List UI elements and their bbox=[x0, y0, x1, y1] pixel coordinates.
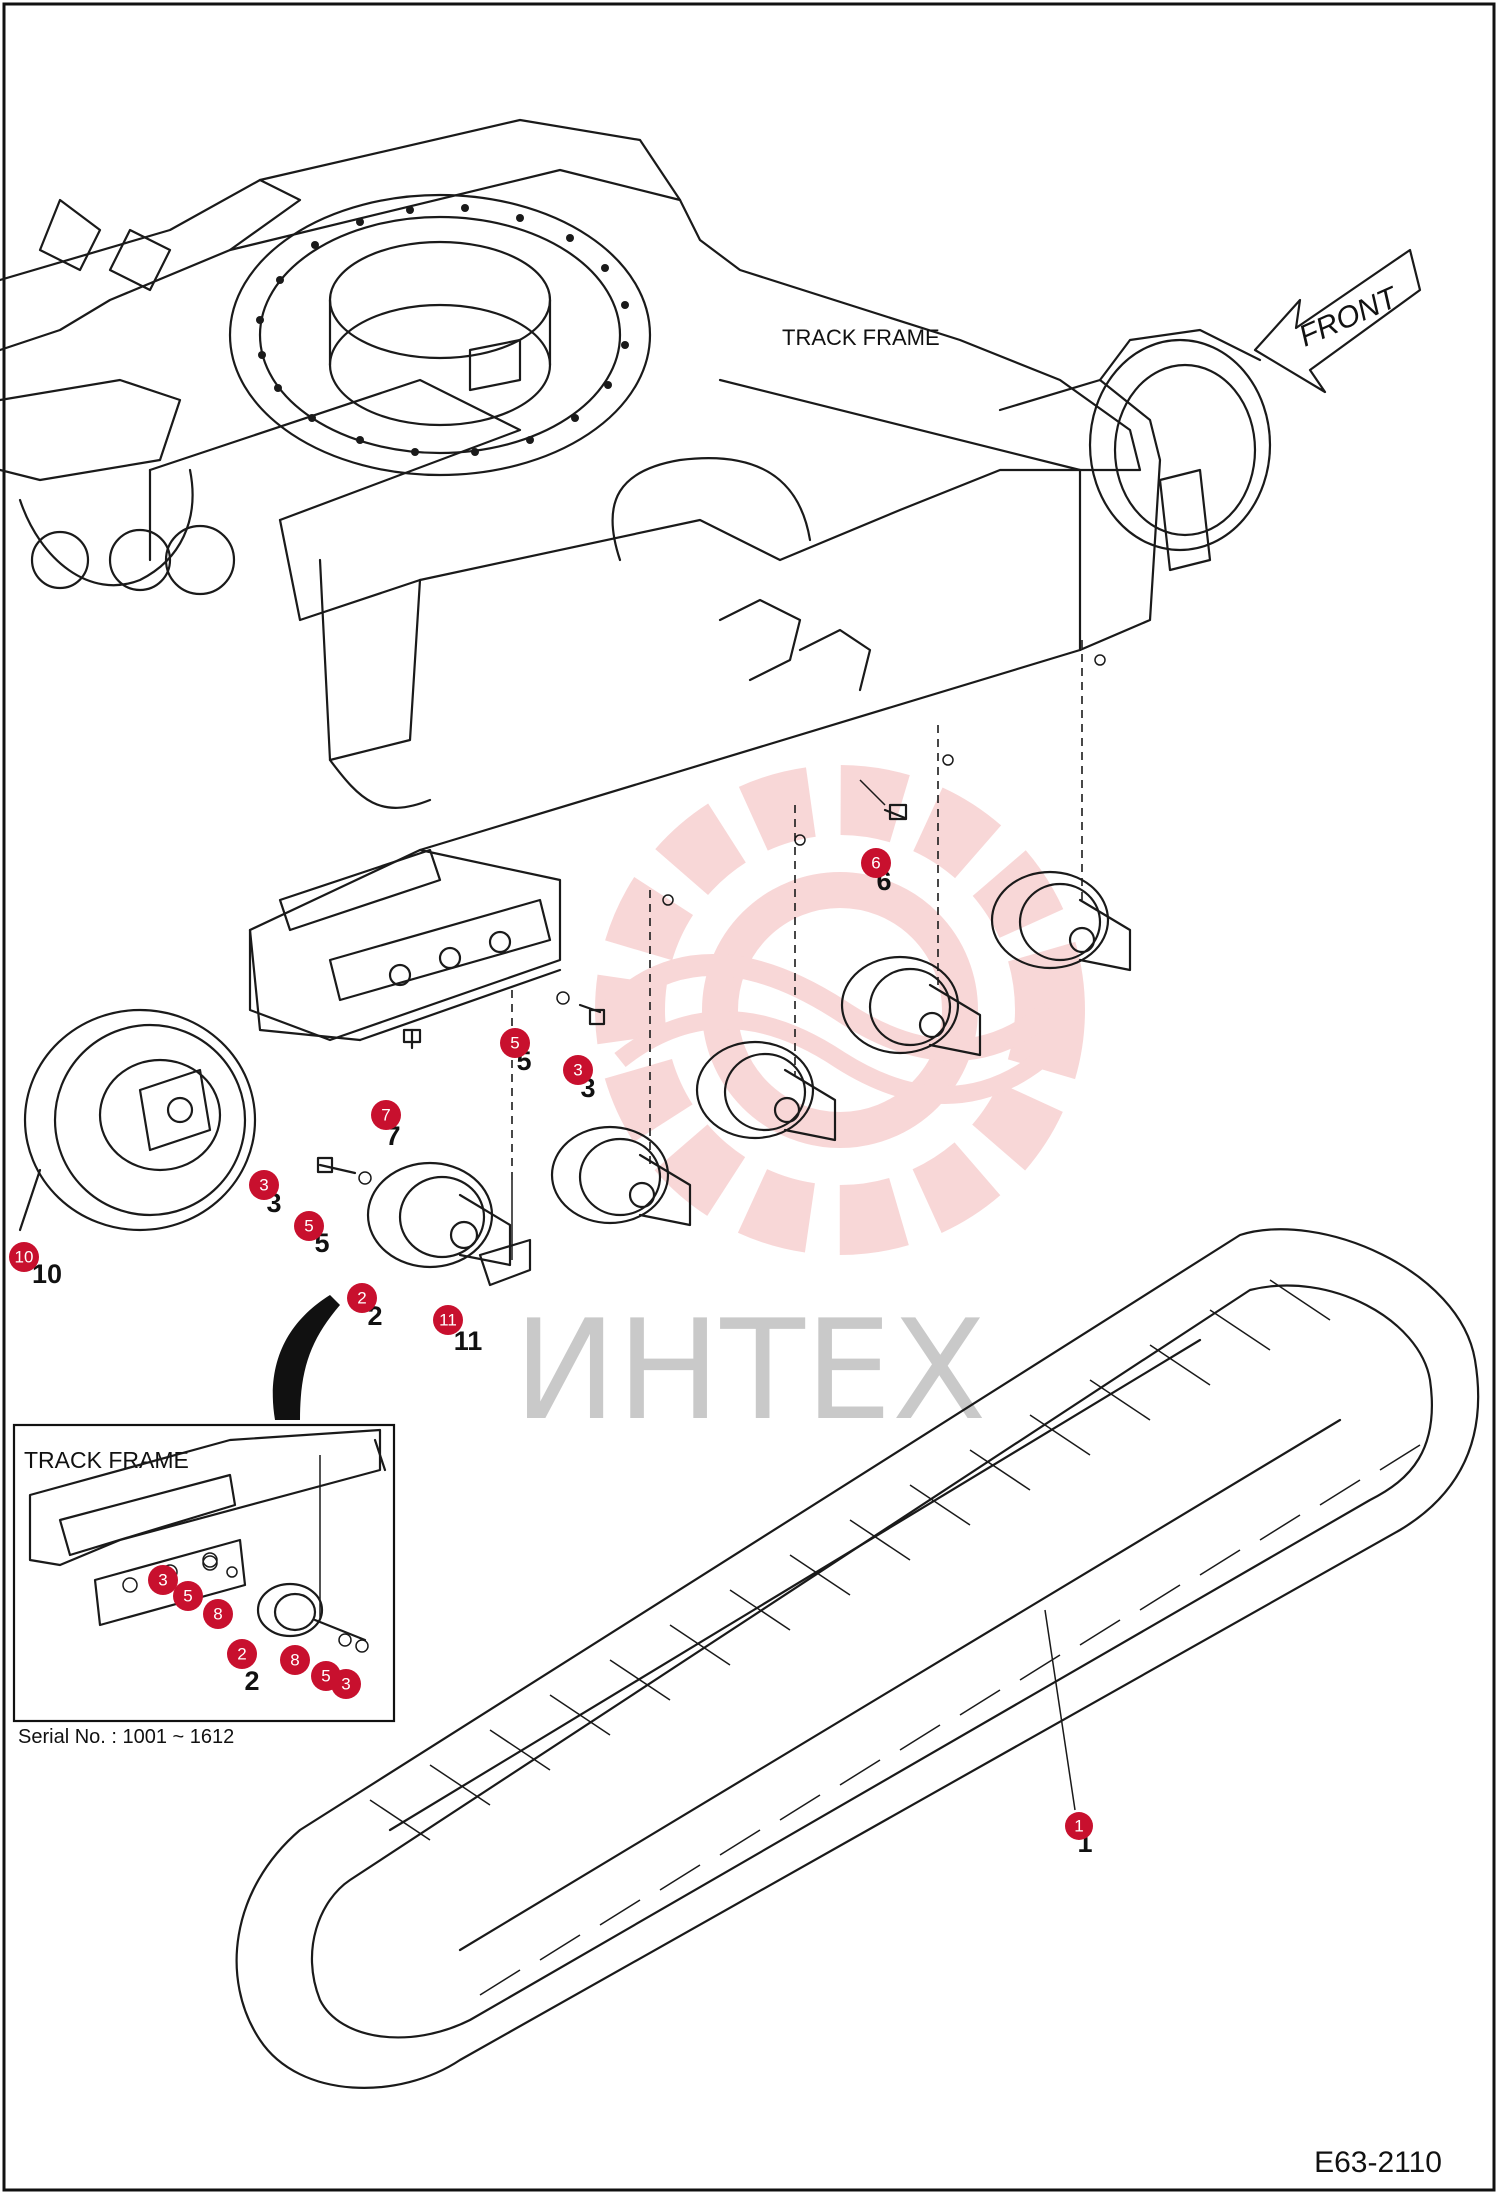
part-label-11: 11 bbox=[454, 1326, 483, 1356]
callout-10: 10 bbox=[9, 1242, 39, 1272]
svg-text:8: 8 bbox=[290, 1651, 299, 1670]
svg-text:6: 6 bbox=[871, 854, 880, 873]
callout-11: 11 bbox=[433, 1305, 463, 1335]
svg-text:7: 7 bbox=[381, 1106, 390, 1125]
track-frame-drawing bbox=[0, 118, 1272, 1260]
svg-text:2: 2 bbox=[357, 1289, 366, 1308]
svg-text:5: 5 bbox=[304, 1217, 313, 1236]
rubber-track bbox=[235, 1228, 1480, 2089]
inset-title: TRACK FRAME bbox=[24, 1447, 189, 1473]
svg-text:3: 3 bbox=[259, 1176, 268, 1195]
inset-callout-5a: 5 bbox=[173, 1581, 203, 1611]
drawing-code: E63-2110 bbox=[1314, 2146, 1442, 2179]
svg-text:3: 3 bbox=[573, 1061, 582, 1080]
inset-callout-3a: 3 bbox=[148, 1565, 178, 1595]
svg-text:5: 5 bbox=[321, 1667, 330, 1686]
callout-3a: 3 bbox=[249, 1170, 279, 1200]
serial-text: Serial No. : 1001 ~ 1612 bbox=[18, 1726, 234, 1748]
inset-part-label-2: 2 bbox=[244, 1666, 259, 1696]
front-arrow: FRONT bbox=[1253, 248, 1422, 394]
front-idler bbox=[18, 1008, 257, 1232]
svg-text:5: 5 bbox=[510, 1034, 519, 1053]
callout-6: 6 bbox=[861, 848, 891, 878]
callout-5a: 5 bbox=[294, 1211, 324, 1241]
track-frame-label: TRACK FRAME bbox=[782, 325, 940, 350]
inset-callout-8a: 8 bbox=[203, 1599, 233, 1629]
inset-box: TRACK FRAME Serial No. : 1001 ~ 1612 bbox=[12, 1423, 396, 1748]
callout-1: 1 bbox=[1065, 1812, 1093, 1840]
watermark-logo bbox=[595, 765, 1085, 1255]
svg-text:11: 11 bbox=[439, 1311, 457, 1330]
watermark-text: ИНТЕХ bbox=[513, 1290, 986, 1451]
svg-text:8: 8 bbox=[213, 1605, 222, 1624]
svg-text:3: 3 bbox=[341, 1675, 350, 1694]
svg-text:5: 5 bbox=[183, 1587, 192, 1606]
inset-callout-2: 2 bbox=[227, 1639, 257, 1669]
callout-7: 7 bbox=[371, 1100, 401, 1130]
svg-text:10: 10 bbox=[15, 1248, 34, 1267]
inset-callout-8b: 8 bbox=[280, 1645, 310, 1675]
callout-5b: 5 bbox=[500, 1028, 530, 1058]
callout-2: 2 bbox=[347, 1283, 377, 1313]
svg-text:2: 2 bbox=[237, 1645, 246, 1664]
callout-3b: 3 bbox=[563, 1055, 593, 1085]
upper-rollers bbox=[316, 803, 1132, 1287]
inset-callout-3b: 3 bbox=[331, 1669, 361, 1699]
svg-text:1: 1 bbox=[1074, 1817, 1083, 1836]
inset-pointer bbox=[272, 1295, 340, 1420]
svg-text:3: 3 bbox=[158, 1571, 167, 1590]
